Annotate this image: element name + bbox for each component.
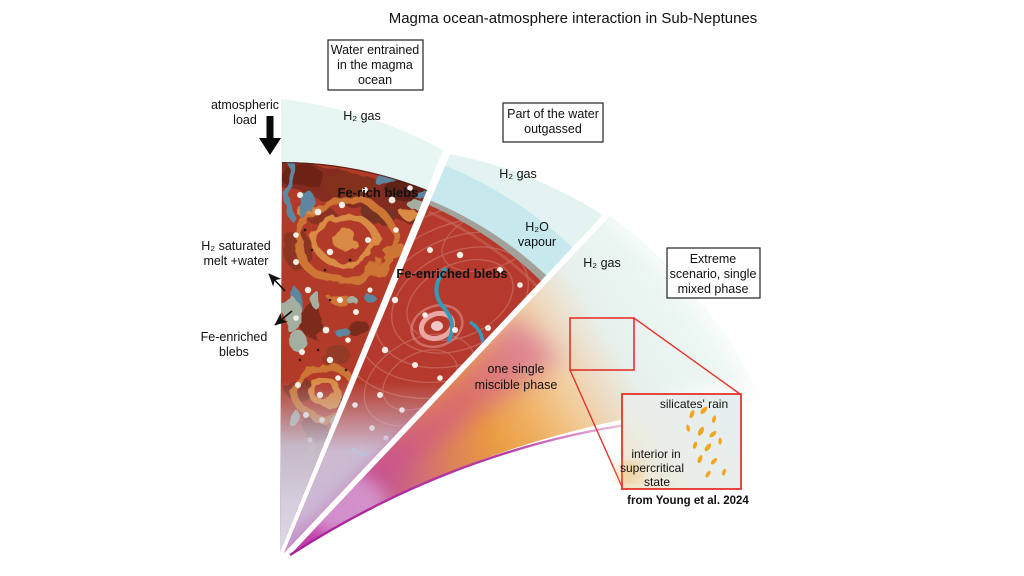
h2o-label: H₂O <box>525 220 549 234</box>
wedge1-h2-gas-label: H₂ gas <box>343 109 381 123</box>
box3-line1: Extreme <box>690 252 737 266</box>
citation-label: from Young et al. 2024 <box>627 495 749 507</box>
box1-line1: Water entrained <box>331 43 420 57</box>
h2-saturated-arrow <box>268 273 286 292</box>
fe-enriched-line2: blebs <box>219 345 249 359</box>
interior-line1: interior in <box>631 447 680 461</box>
figure-title: Magma ocean-atmosphere interaction in Su… <box>389 10 758 27</box>
box3-line3: mixed phase <box>678 282 749 296</box>
fe-enriched-annotation: Fe-enriched blebs <box>201 310 293 359</box>
box-water-outgassed: Part of the water outgassed <box>502 102 604 143</box>
miscible-phase-line1: one single <box>488 362 545 376</box>
fe-rich-blebs-label: Fe-rich blebs <box>338 185 419 200</box>
zoom-connector-left <box>569 369 624 490</box>
fe-enriched-line1: Fe-enriched <box>201 330 268 344</box>
box2-line1: Part of the water <box>507 107 599 121</box>
wedge2-h2-gas-label: H₂ gas <box>499 167 537 181</box>
fe-enriched-arrow <box>274 310 293 326</box>
fe-enriched-blebs-label: Fe-enriched blebs <box>396 266 507 281</box>
interior-line2: supercritical <box>620 461 684 475</box>
box-extreme-scenario: Extreme scenario, single mixed phase <box>666 247 761 299</box>
box2-line2: outgassed <box>524 122 582 136</box>
wedge3-h2-gas-label: H₂ gas <box>583 256 621 270</box>
box3-line2: scenario, single <box>670 267 757 281</box>
down-arrow-icon <box>259 116 281 155</box>
h2-saturated-line1: H₂ saturated <box>201 239 271 253</box>
h2-saturated-line2: melt +water <box>204 254 269 268</box>
miscible-phase-line2: miscible phase <box>475 378 558 392</box>
silicate-droplets <box>686 406 726 478</box>
box1-line2: in the magma <box>337 58 413 72</box>
vapour-label: vapour <box>518 235 556 249</box>
atmospheric-load-annotation: atmospheric load <box>211 98 281 155</box>
zoom-callout: silicates' rain interior in supercritica… <box>569 317 749 507</box>
zoom-source-box <box>569 317 635 371</box>
box-water-entrained: Water entrained in the magma ocean <box>327 39 424 91</box>
silicates-rain-label: silicates' rain <box>660 397 728 411</box>
h2-saturated-annotation: H₂ saturated melt +water <box>201 239 286 292</box>
interior-line3: state <box>644 475 670 489</box>
atmospheric-load-line2: load <box>233 113 257 127</box>
atmospheric-load-line1: atmospheric <box>211 98 279 112</box>
box1-line3: ocean <box>358 73 392 87</box>
zoom-connector-right <box>633 317 741 395</box>
